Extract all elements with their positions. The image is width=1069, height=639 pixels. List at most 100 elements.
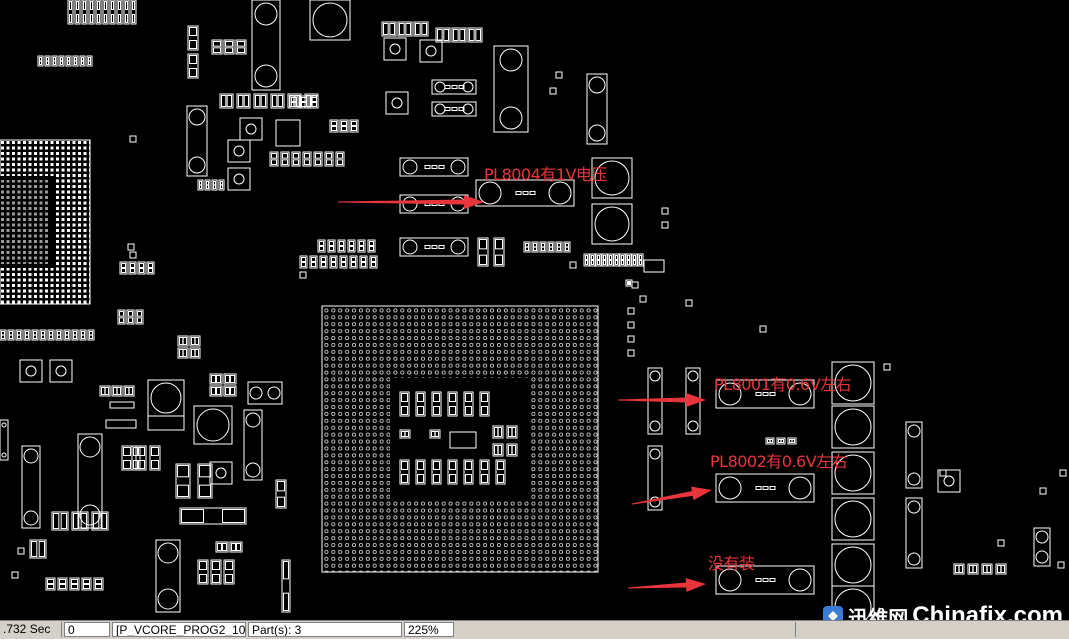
resistor — [309, 255, 318, 269]
resistor — [236, 93, 251, 109]
resistor-pad — [301, 102, 307, 107]
cpu-cap-pad — [417, 393, 424, 402]
resistor — [613, 253, 620, 267]
resistor — [187, 25, 199, 51]
resistor-pad — [151, 447, 159, 456]
resistor — [111, 385, 123, 397]
resistor — [619, 253, 626, 267]
pcb-board-view[interactable] — [0, 0, 1069, 620]
via — [555, 71, 563, 79]
inductor-pad — [157, 588, 179, 610]
resistor-pad — [179, 337, 184, 345]
resistor — [339, 255, 348, 269]
ic-pad — [267, 386, 281, 400]
resistor — [555, 241, 563, 253]
resistor — [357, 239, 366, 253]
resistor-pad — [33, 331, 37, 336]
pcb-components[interactable] — [0, 0, 1067, 620]
resistor-pad — [331, 257, 336, 262]
resistor-pad — [17, 331, 21, 336]
via — [1059, 469, 1067, 477]
resistor — [349, 119, 359, 133]
ic — [91, 511, 109, 531]
capacitor-pad — [594, 160, 630, 196]
inductor — [155, 539, 181, 613]
resistor — [302, 151, 312, 167]
resistor — [7, 329, 15, 341]
resistor-pad — [179, 349, 184, 357]
resistor-pad — [615, 260, 618, 265]
resistor-pad — [121, 268, 126, 273]
resistor-pad — [609, 255, 612, 260]
resistor — [601, 253, 608, 267]
ic-pad — [80, 513, 87, 529]
resistor — [177, 347, 189, 359]
ic-pad — [53, 513, 60, 529]
resistor-pad — [119, 311, 124, 317]
resistor-pad — [633, 255, 636, 260]
resistor — [324, 151, 334, 167]
capacitor — [309, 0, 351, 41]
resistor-pad — [189, 40, 197, 49]
resistor-pad — [329, 241, 334, 246]
resistor-pad — [95, 584, 102, 589]
resistor-pad — [351, 121, 357, 126]
capacitor-pad — [834, 364, 872, 402]
ic-pad — [73, 513, 80, 529]
resistor-pad — [181, 509, 204, 523]
resistor — [467, 27, 483, 43]
cpu-cap — [399, 391, 410, 417]
resistor-pad — [71, 584, 78, 589]
uninstalled-inductor — [715, 565, 815, 595]
resistor-pad — [533, 246, 537, 252]
cpu-smd — [492, 443, 504, 457]
uninstalled-inductor-pad — [788, 568, 812, 592]
via — [11, 571, 19, 579]
cpu-cap-pad — [401, 393, 408, 402]
cpu-smd — [429, 429, 441, 439]
resistor-pad — [282, 153, 288, 159]
capacitor-pad — [312, 2, 348, 38]
resistor-pad — [9, 334, 13, 339]
resistor-pad — [189, 55, 197, 64]
resistor-pad — [585, 255, 588, 260]
resistor-array-pad — [83, 14, 86, 23]
resistor-pad — [479, 239, 487, 250]
resistor — [280, 151, 290, 167]
resistor-pad — [83, 579, 90, 584]
inductor-pad — [588, 76, 606, 94]
resistor-pad — [177, 465, 189, 478]
resistor-pad — [361, 257, 366, 262]
resistor-pad — [329, 246, 334, 251]
inductor-pin — [458, 85, 465, 89]
resistor — [135, 309, 144, 325]
resistor-array — [51, 55, 58, 67]
resistor-pad — [331, 262, 336, 267]
resistor-pad — [213, 181, 216, 186]
ic-pin1 — [943, 475, 955, 487]
resistor-array — [79, 55, 86, 67]
resistor-pad — [17, 334, 21, 339]
inductor-pad — [79, 436, 101, 458]
cpu-cap — [431, 391, 442, 417]
ic-pin1 — [55, 365, 67, 377]
pl8001-inductor-pin — [762, 392, 769, 396]
capacitor — [591, 203, 633, 245]
pl8002-annotation: PL8002有0.6V左右 — [710, 452, 848, 471]
via — [17, 547, 25, 555]
resistor-pad — [59, 579, 66, 584]
resistor — [776, 437, 786, 445]
capacitor — [831, 451, 875, 495]
resistor-pad — [225, 387, 230, 395]
inductor-pad — [434, 81, 446, 93]
resistor — [539, 241, 547, 253]
resistor — [93, 577, 104, 591]
resistor-pad — [315, 159, 321, 165]
resistor — [0, 329, 7, 341]
ic-pad — [31, 541, 38, 557]
capacitor-pad — [834, 500, 872, 538]
resistor-pad — [226, 95, 233, 107]
via — [883, 363, 891, 371]
resistor — [631, 253, 638, 267]
inductor-pin — [431, 165, 438, 169]
